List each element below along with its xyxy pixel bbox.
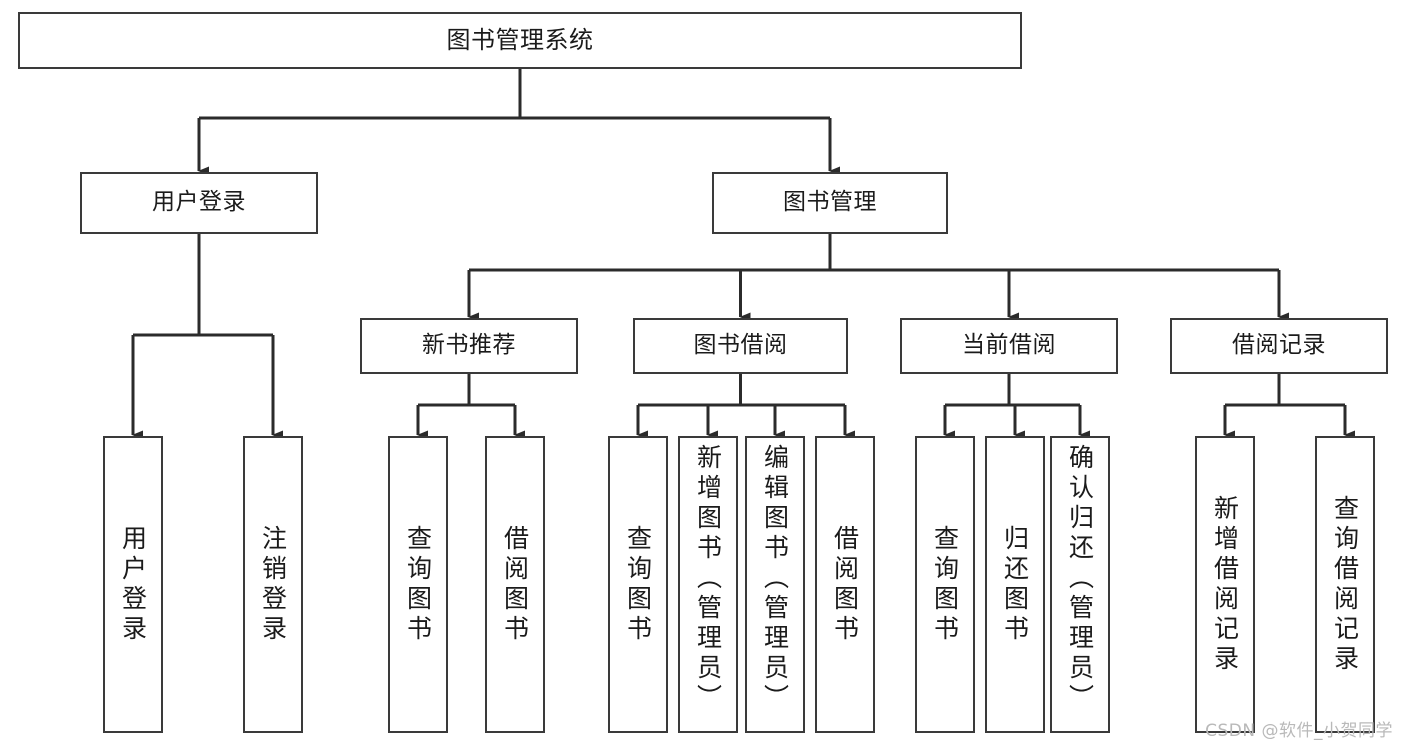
node-leaf-add-book[interactable]: 新增图书（管理员）: [678, 436, 738, 733]
node-root[interactable]: 图书管理系统: [18, 12, 1022, 69]
node-label-leaf-return-book: 归还图书: [1000, 524, 1030, 645]
node-leaf-query-book-2[interactable]: 查询图书: [608, 436, 668, 733]
node-leaf-borrow-book-1[interactable]: 借阅图书: [485, 436, 545, 733]
node-leaf-edit-book[interactable]: 编辑图书（管理员）: [745, 436, 805, 733]
node-label-root: 图书管理系统: [446, 26, 594, 55]
node-label-leaf-query-book-1: 查询图书: [403, 524, 433, 645]
node-user-login[interactable]: 用户登录: [80, 172, 318, 234]
node-label-leaf-query-book-3: 查询图书: [930, 524, 960, 645]
node-leaf-user-logout[interactable]: 注销登录: [243, 436, 303, 733]
node-label-current-borrow: 当前借阅: [962, 332, 1056, 359]
node-label-leaf-user-logout: 注销登录: [258, 524, 288, 645]
node-label-leaf-user-login: 用户登录: [118, 524, 148, 645]
node-label-leaf-query-record: 查询借阅记录: [1330, 494, 1360, 675]
node-borrow-record[interactable]: 借阅记录: [1170, 318, 1388, 374]
node-label-book-manage: 图书管理: [783, 189, 877, 216]
node-leaf-query-book-3[interactable]: 查询图书: [915, 436, 975, 733]
node-leaf-return-book[interactable]: 归还图书: [985, 436, 1045, 733]
node-label-leaf-query-book-2: 查询图书: [623, 524, 653, 645]
node-label-leaf-confirm-return: 确认归还（管理员）: [1065, 444, 1095, 714]
node-leaf-borrow-book-2[interactable]: 借阅图书: [815, 436, 875, 733]
watermark-text: CSDN @软件_小贺同学: [1205, 721, 1393, 741]
node-current-borrow[interactable]: 当前借阅: [900, 318, 1118, 374]
node-label-borrow-record: 借阅记录: [1232, 332, 1326, 359]
node-label-leaf-edit-book: 编辑图书（管理员）: [760, 444, 790, 714]
node-leaf-confirm-return[interactable]: 确认归还（管理员）: [1050, 436, 1110, 733]
node-new-book-rec[interactable]: 新书推荐: [360, 318, 578, 374]
node-book-manage[interactable]: 图书管理: [712, 172, 948, 234]
node-label-new-book-rec: 新书推荐: [422, 332, 516, 359]
node-label-leaf-add-book: 新增图书（管理员）: [693, 444, 723, 714]
node-label-user-login: 用户登录: [152, 189, 246, 216]
node-label-book-borrow: 图书借阅: [693, 332, 788, 359]
node-leaf-add-record[interactable]: 新增借阅记录: [1195, 436, 1255, 733]
node-label-leaf-borrow-book-1: 借阅图书: [500, 524, 530, 645]
node-leaf-query-record[interactable]: 查询借阅记录: [1315, 436, 1375, 733]
node-label-leaf-add-record: 新增借阅记录: [1210, 494, 1240, 675]
node-book-borrow[interactable]: 图书借阅: [633, 318, 848, 374]
node-leaf-query-book-1[interactable]: 查询图书: [388, 436, 448, 733]
node-label-leaf-borrow-book-2: 借阅图书: [830, 524, 860, 645]
node-leaf-user-login[interactable]: 用户登录: [103, 436, 163, 733]
